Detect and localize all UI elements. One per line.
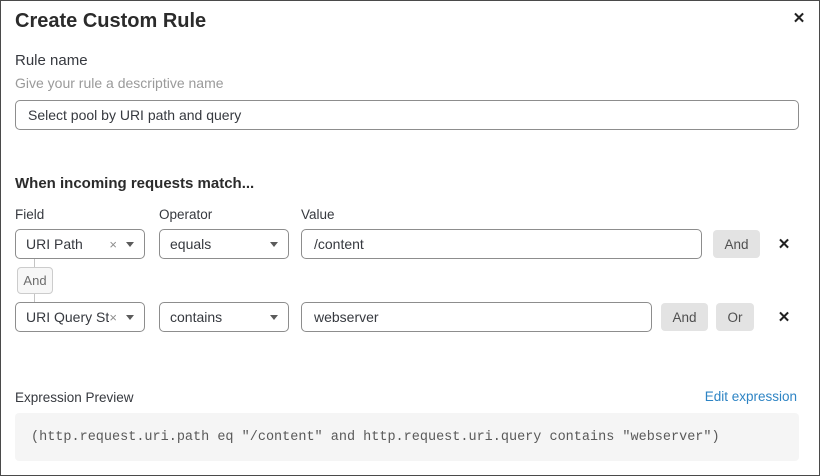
expression-preview-block: (http.request.uri.path eq "/content" and… bbox=[15, 413, 799, 461]
edit-expression-link[interactable]: Edit expression bbox=[704, 389, 797, 404]
chevron-down-icon bbox=[270, 241, 278, 247]
rule-name-label: Rule name bbox=[15, 52, 88, 69]
remove-condition-icon[interactable]: ✕ bbox=[777, 309, 791, 326]
connector-line bbox=[34, 259, 35, 268]
chevron-down-icon bbox=[270, 314, 278, 320]
field-select[interactable]: URI Query St... × bbox=[15, 302, 145, 332]
add-and-condition-button[interactable]: And bbox=[713, 230, 760, 258]
operator-column-label: Operator bbox=[159, 207, 213, 222]
operator-select-value: contains bbox=[170, 309, 223, 325]
operator-select-value: equals bbox=[170, 236, 212, 252]
chevron-down-icon bbox=[126, 241, 134, 247]
match-section-heading: When incoming requests match... bbox=[15, 175, 255, 192]
add-and-condition-button[interactable]: And bbox=[661, 303, 708, 331]
and-connector-badge: And bbox=[17, 267, 53, 294]
rule-name-helper-text: Give your rule a descriptive name bbox=[15, 75, 224, 91]
value-input[interactable] bbox=[301, 229, 702, 259]
chevron-down-icon bbox=[126, 314, 134, 320]
value-input[interactable] bbox=[301, 302, 652, 332]
rule-name-input[interactable] bbox=[15, 100, 799, 130]
operator-select[interactable]: contains bbox=[159, 302, 289, 332]
expression-code: (http.request.uri.path eq "/content" and… bbox=[31, 429, 720, 445]
add-or-condition-button[interactable]: Or bbox=[716, 303, 754, 331]
remove-condition-icon[interactable]: ✕ bbox=[777, 236, 791, 253]
connector-line bbox=[34, 294, 35, 303]
field-select[interactable]: URI Path × bbox=[15, 229, 145, 259]
field-column-label: Field bbox=[15, 207, 45, 222]
value-column-label: Value bbox=[301, 207, 335, 222]
field-select-value: URI Query St... bbox=[26, 309, 110, 325]
dialog-title: Create Custom Rule bbox=[15, 10, 207, 32]
clear-icon[interactable]: × bbox=[109, 236, 117, 252]
clear-icon[interactable]: × bbox=[109, 309, 117, 325]
close-icon[interactable]: ✕ bbox=[792, 10, 806, 27]
field-select-value: URI Path bbox=[26, 236, 83, 252]
expression-preview-label: Expression Preview bbox=[15, 390, 134, 405]
operator-select[interactable]: equals bbox=[159, 229, 289, 259]
